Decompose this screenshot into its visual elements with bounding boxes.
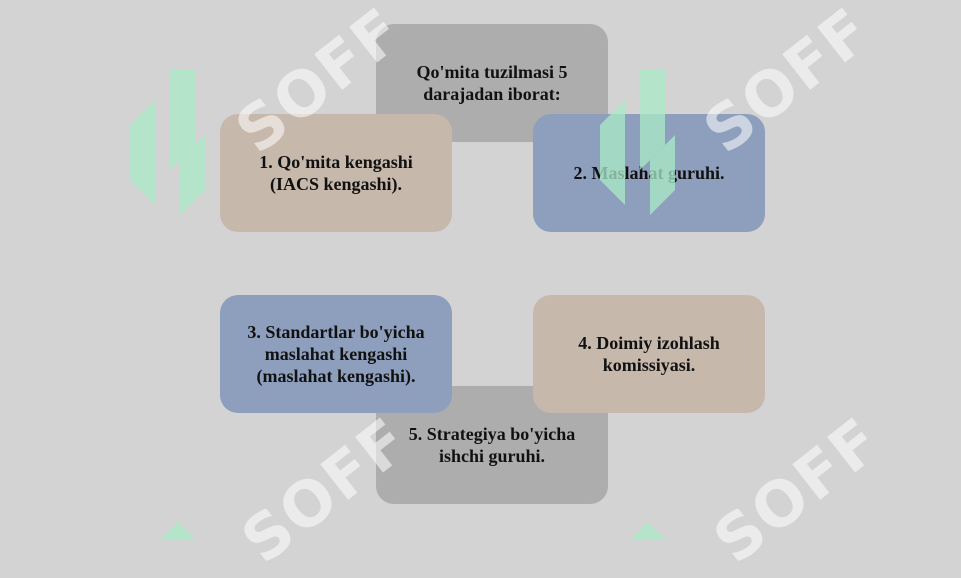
watermark-logo-icon: [630, 522, 666, 540]
watermark-logo-icon: [130, 70, 205, 215]
box-2-text: 2. Maslahat guruhi.: [573, 163, 725, 183]
title-text: Qo'mita tuzilmasi 5 darajadan iborat:: [416, 62, 568, 104]
box-1-text: 1. Qo'mita kengashi (IACS kengashi).: [259, 152, 413, 194]
box-4-text: 4. Doimiy izohlash komissiyasi.: [578, 333, 720, 375]
box-2-advisory-group: 2. Maslahat guruhi.: [533, 114, 765, 232]
box-5-text: 5. Strategiya bo'yicha ishchi guruhi.: [408, 424, 576, 466]
box-3-standards-advisory-council: 3. Standartlar bo'yicha maslahat kengash…: [220, 295, 452, 413]
watermark-logo-icon: [160, 522, 196, 540]
box-1-committee-council: 1. Qo'mita kengashi (IACS kengashi).: [220, 114, 452, 232]
box-3-text: 3. Standartlar bo'yicha maslahat kengash…: [247, 322, 425, 386]
box-4-interpretation-commission: 4. Doimiy izohlash komissiyasi.: [533, 295, 765, 413]
watermark-text: SOFF: [700, 402, 895, 578]
